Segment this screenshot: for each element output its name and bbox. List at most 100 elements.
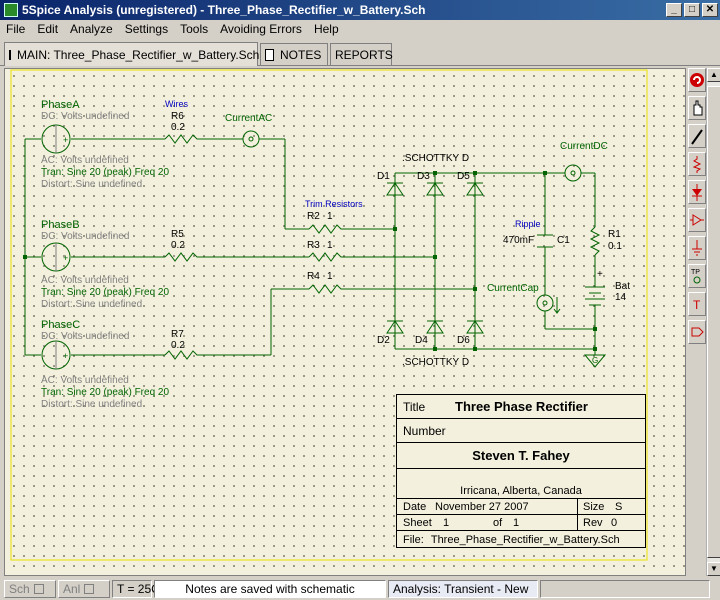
label-tool[interactable]: [688, 320, 706, 344]
scroll-down-button[interactable]: ▼: [707, 562, 720, 576]
anl-label: Anl: [63, 582, 81, 596]
capacitor-name[interactable]: C1: [557, 235, 570, 246]
source-phase-b-tran: Tran: Sine 20 (peak) Freq 20: [41, 287, 170, 298]
pencil-tool[interactable]: [688, 124, 706, 148]
title-block-title-row: Title Three Phase Rectifier: [397, 395, 645, 419]
test-point-icon: TP: [691, 269, 701, 284]
source-phase-b-distort: Distort: Sine undefined: [41, 299, 143, 310]
menu-settings[interactable]: Settings: [124, 22, 169, 36]
diode-d3[interactable]: D3: [417, 171, 430, 182]
source-phase-c-name[interactable]: PhaseC: [41, 319, 81, 331]
test-point-tool[interactable]: TP: [688, 264, 706, 288]
anl-button[interactable]: Anl: [58, 580, 110, 598]
ammeters: [242, 130, 582, 314]
resistor-r7-name[interactable]: R7: [171, 329, 184, 340]
diodes: [386, 182, 484, 334]
tab-reports[interactable]: REPORTS: [330, 43, 393, 65]
save-icon: [33, 584, 44, 594]
close-button[interactable]: ✕: [702, 3, 718, 17]
sheet-value[interactable]: 1: [443, 517, 450, 529]
diode-tool[interactable]: [688, 180, 706, 204]
battery-name[interactable]: Bat: [615, 281, 631, 292]
file-label: File:: [403, 534, 424, 546]
resistor-r1-value: 0.1: [608, 241, 622, 252]
minimize-button[interactable]: _: [666, 3, 682, 17]
resistor-r6-name[interactable]: R6: [171, 111, 184, 122]
hand-tool[interactable]: [688, 96, 706, 120]
resistors: [164, 134, 601, 360]
diode-d2[interactable]: D2: [377, 335, 390, 346]
schematic-canvas[interactable]: + + +: [4, 68, 686, 576]
date-label: Date: [403, 501, 427, 513]
tab-main[interactable]: MAIN: Three_Phase_Rectifier_w_Battery.Sc…: [4, 42, 260, 66]
location-value[interactable]: Irricana, Alberta, Canada: [460, 485, 582, 497]
diode-d5[interactable]: D5: [457, 171, 470, 182]
of-label: of: [493, 517, 503, 529]
resistor-r7-value: 0.2: [171, 340, 185, 351]
diode-d6[interactable]: D6: [457, 335, 470, 346]
menu-help[interactable]: Help: [313, 22, 339, 36]
svg-text:TP: TP: [691, 269, 700, 276]
resistor-r5-name[interactable]: R5: [171, 229, 184, 240]
battery-bat: [585, 286, 605, 311]
diode-d4[interactable]: D4: [415, 335, 428, 346]
size-value[interactable]: S: [615, 501, 623, 513]
menu-bar: File Edit Analyze Settings Tools Avoidin…: [0, 20, 720, 38]
source-phase-a-name[interactable]: PhaseA: [41, 99, 80, 111]
sch-button[interactable]: Sch: [4, 580, 56, 598]
source-phase-b-name[interactable]: PhaseB: [41, 219, 80, 231]
transistor-icon: [690, 214, 704, 226]
date-value[interactable]: November 27 2007: [435, 501, 529, 513]
menu-analyze[interactable]: Analyze: [70, 22, 113, 36]
text-tool[interactable]: T: [688, 292, 706, 316]
status-message: Notes are saved with schematic: [154, 580, 386, 598]
size-label: Size: [583, 501, 605, 513]
menu-tools[interactable]: Tools: [180, 22, 209, 36]
note-trim-resistors[interactable]: Trim Resistors: [305, 199, 363, 209]
meter-current-dc[interactable]: CurrentDC: [560, 141, 608, 152]
tab-reports-label: REPORTS: [335, 47, 393, 62]
scroll-thumb[interactable]: [707, 86, 720, 558]
menu-edit[interactable]: Edit: [37, 22, 59, 36]
scroll-up-button[interactable]: ▲: [707, 68, 720, 82]
note-ripple[interactable]: Ripple: [515, 219, 541, 229]
refresh-tool[interactable]: [688, 68, 706, 92]
ground-icon: [692, 240, 702, 256]
phase-sources: + + +: [41, 124, 71, 370]
maximize-button[interactable]: □: [684, 3, 700, 17]
ground-tool[interactable]: [688, 236, 706, 260]
diode-model-top: .SCHOTTKY D: [402, 153, 470, 164]
window-title: 5Spice Analysis (unregistered) - Three_P…: [22, 3, 426, 17]
diode-d1[interactable]: D1: [377, 171, 390, 182]
meter-current-cap[interactable]: CurrentCap: [487, 283, 539, 294]
menu-file[interactable]: File: [6, 22, 26, 36]
title-block-sheet-row: Sheet 1 of 1 Rev 0: [397, 515, 645, 531]
menu-avoiding-errors[interactable]: Avoiding Errors: [220, 22, 302, 36]
resistor-r1-name[interactable]: R1: [608, 229, 621, 240]
source-phase-c-ac: AC: Volts undefined: [41, 375, 129, 386]
resistor-r4-name[interactable]: R4: [307, 271, 320, 282]
resistor-r3-name[interactable]: R3: [307, 240, 320, 251]
title-value[interactable]: Three Phase Rectifier: [455, 399, 588, 414]
status-bar: Sch Anl T = 25C Notes are saved with sch…: [0, 578, 720, 600]
author-value[interactable]: Steven T. Fahey: [472, 448, 570, 463]
title-bar: 5Spice Analysis (unregistered) - Three_P…: [0, 0, 720, 20]
resistor-r2-name[interactable]: R2: [307, 211, 320, 222]
tab-notes[interactable]: NOTES: [260, 43, 328, 65]
analysis-status: Analysis: Transient - New: [388, 580, 538, 598]
title-block-date-row: Date November 27 2007 Size S: [397, 499, 645, 515]
svg-text:+: +: [63, 253, 68, 263]
title-block-location-row: Irricana, Alberta, Canada: [397, 469, 645, 499]
meter-current-ac[interactable]: CurrentAC: [225, 113, 273, 124]
rev-value[interactable]: 0: [611, 517, 618, 529]
title-label: Title: [403, 400, 426, 414]
save-icon: [84, 584, 95, 594]
tab-main-label: MAIN: Three_Phase_Rectifier_w_Battery.Sc…: [17, 47, 260, 62]
file-value[interactable]: Three_Phase_Rectifier_w_Battery.Sch: [430, 534, 620, 546]
of-value[interactable]: 1: [513, 517, 520, 529]
resistor-tool[interactable]: [688, 152, 706, 176]
vertical-scrollbar[interactable]: ▲ ▼: [706, 68, 720, 576]
note-wires[interactable]: Wires: [165, 99, 188, 109]
resistor-icon: [692, 156, 702, 173]
transistor-tool[interactable]: [688, 208, 706, 232]
